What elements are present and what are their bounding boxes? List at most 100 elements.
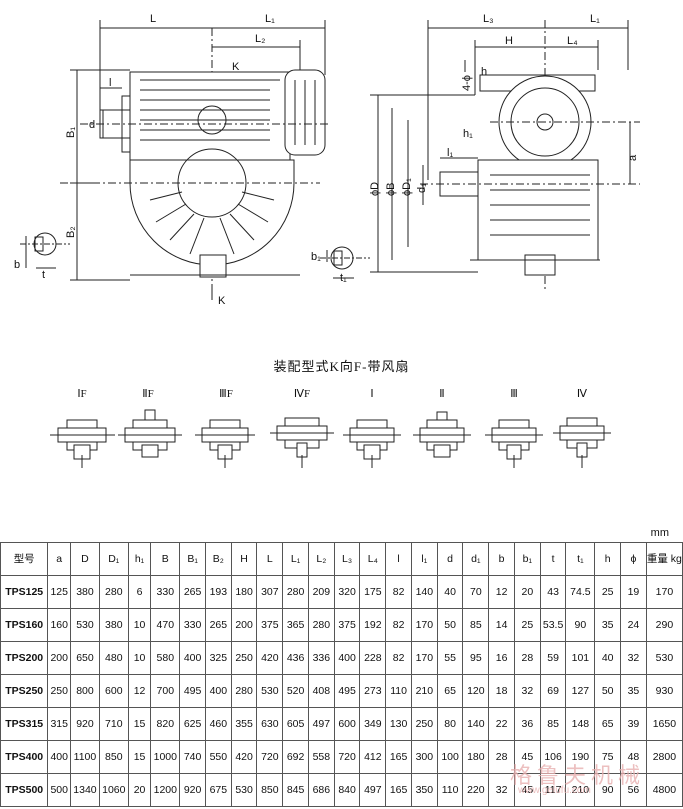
table-cell: 14 [488, 608, 515, 642]
table-cell: 117 [539, 773, 567, 807]
table-cell: 650 [70, 641, 100, 675]
table-cell: 24 [620, 608, 647, 642]
table-cell: 20 [513, 575, 541, 609]
table-cell: 380 [70, 575, 100, 609]
table-cell: 840 [333, 773, 361, 807]
table-cell: 90 [594, 773, 622, 807]
table-header-cell: ϕ [620, 542, 647, 576]
table-cell: 436 [282, 641, 309, 675]
variant-4F-icon [270, 417, 334, 468]
dim-K-bottom: K [218, 295, 226, 307]
variant-label-2F: ⅡF [142, 388, 154, 400]
variant-1-icon [343, 419, 401, 468]
table-cell: 50 [436, 608, 464, 642]
table-cell: 45 [513, 773, 541, 807]
table-cell: 605 [282, 707, 309, 741]
dim-a: a [627, 154, 639, 161]
table-cell: 686 [307, 773, 335, 807]
table-cell: 4800 [645, 773, 683, 807]
table-cell: 1060 [98, 773, 129, 807]
dim-L: L [150, 13, 156, 25]
table-cell: 400 [179, 641, 206, 675]
variant-2F-icon [118, 409, 182, 458]
model-cell: TPS125 [0, 575, 49, 609]
table-cell: 330 [179, 608, 206, 642]
table-cell: 265 [179, 575, 206, 609]
table-cell: 365 [282, 608, 309, 642]
table-header-cell: L [256, 542, 284, 576]
dim-B1: B₁ [65, 127, 77, 138]
table-cell: 497 [307, 707, 335, 741]
table-cell: 290 [645, 608, 683, 642]
table-cell: 349 [359, 707, 387, 741]
table-cell: 15 [127, 740, 152, 774]
table-cell: 125 [47, 575, 72, 609]
variant-label-1: Ⅰ [370, 388, 374, 400]
dim-d1: d₁ [416, 183, 428, 193]
table-cell: 170 [645, 575, 683, 609]
table-cell: 280 [307, 608, 335, 642]
variant-label-2: Ⅱ [439, 388, 445, 400]
dim-L4: L₄ [567, 35, 578, 47]
table-cell: 35 [620, 674, 647, 708]
table-cell: 1200 [150, 773, 181, 807]
table-cell: 19 [620, 575, 647, 609]
table-cell: 400 [333, 641, 361, 675]
table-cell: 127 [565, 674, 596, 708]
variant-1F-icon [50, 419, 115, 468]
table-header-cell: L₂ [307, 542, 335, 576]
table-cell: 710 [98, 707, 129, 741]
table-cell: 307 [256, 575, 284, 609]
dim-l: l [109, 77, 111, 89]
table-cell: 56 [620, 773, 647, 807]
table-cell: 2800 [645, 740, 683, 774]
table-cell: 209 [307, 575, 335, 609]
table-cell: 300 [410, 740, 438, 774]
table-cell: 375 [333, 608, 361, 642]
table-cell: 25 [594, 575, 622, 609]
table-cell: 420 [230, 740, 258, 774]
reducer-drawing: L L₁ L₂ K l d B₁ B₂ b t K b₁ t₁ L₃ L₁ H … [14, 13, 640, 307]
table-cell: 625 [179, 707, 206, 741]
table-cell: 165 [385, 773, 412, 807]
table-cell: 200 [47, 641, 72, 675]
table-cell: 336 [307, 641, 335, 675]
table-cell: 74.5 [565, 575, 596, 609]
table-header-cell: B₁ [179, 542, 206, 576]
model-cell: TPS500 [0, 773, 49, 807]
assembly-caption: 装配型式K向F-带风扇 [273, 359, 410, 374]
model-cell: TPS160 [0, 608, 49, 642]
table-cell: 280 [98, 575, 129, 609]
table-cell: 100 [436, 740, 464, 774]
table-cell: 18 [488, 674, 515, 708]
table-cell: 250 [410, 707, 438, 741]
dim-D: ϕD [369, 182, 381, 196]
variant-label-1F: ⅠF [77, 388, 87, 400]
table-cell: 800 [70, 674, 100, 708]
table-cell: 110 [385, 674, 412, 708]
table-cell: 228 [359, 641, 387, 675]
table-cell: 32 [620, 641, 647, 675]
table-cell: 530 [645, 641, 683, 675]
table-cell: 265 [204, 608, 232, 642]
table-cell: 320 [333, 575, 361, 609]
table-cell: 408 [307, 674, 335, 708]
table-cell: 280 [282, 575, 309, 609]
table-cell: 59 [539, 641, 567, 675]
table-cell: 12 [488, 575, 515, 609]
model-cell: TPS250 [0, 674, 49, 708]
table-cell: 375 [256, 608, 284, 642]
table-cell: 580 [150, 641, 181, 675]
table-cell: 170 [410, 641, 438, 675]
table-header-cell: d [436, 542, 464, 576]
table-cell: 1650 [645, 707, 683, 741]
table-cell: 85 [539, 707, 567, 741]
table-cell: 920 [70, 707, 100, 741]
table-cell: 315 [47, 707, 72, 741]
table-cell: 850 [98, 740, 129, 774]
table-cell: 820 [150, 707, 181, 741]
